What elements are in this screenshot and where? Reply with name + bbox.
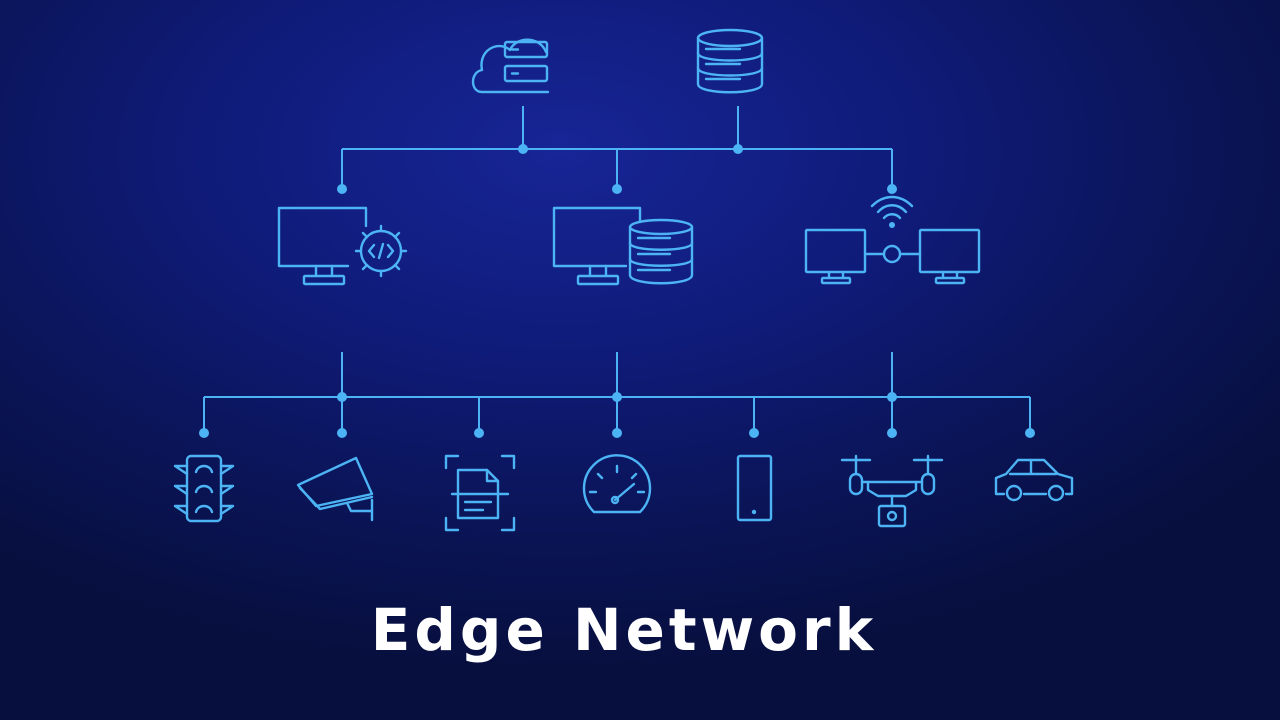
junction-dot	[474, 428, 484, 438]
security-camera-icon	[296, 456, 374, 522]
junction-dot	[887, 184, 897, 194]
junction-dot	[612, 428, 622, 438]
junction-dot	[612, 184, 622, 194]
edge-device-connectors	[199, 352, 1035, 438]
junction-dot	[337, 392, 347, 402]
junction-dot	[887, 428, 897, 438]
page-title: Edge Network	[370, 596, 878, 664]
car-icon	[994, 458, 1074, 502]
smartphone-icon	[736, 454, 773, 522]
document-scan-icon	[444, 454, 516, 532]
junction-dot	[337, 184, 347, 194]
junction-dot	[1025, 428, 1035, 438]
junction-dot	[337, 428, 347, 438]
junction-dot	[612, 392, 622, 402]
junction-dot	[749, 428, 759, 438]
drone-camera-icon	[840, 454, 944, 528]
junction-dot	[199, 428, 209, 438]
junction-dot	[518, 144, 528, 154]
cloud-edge-connectors	[337, 106, 897, 194]
junction-dot	[887, 392, 897, 402]
junction-dot	[733, 144, 743, 154]
speedometer-icon	[582, 454, 652, 514]
database-icon	[696, 28, 764, 94]
networked-computers-wifi-icon	[804, 195, 981, 285]
cloud-server-icon	[471, 38, 550, 94]
traffic-light-icon	[173, 454, 235, 523]
computer-database-icon	[552, 206, 694, 286]
computer-settings-code-icon	[277, 206, 408, 286]
